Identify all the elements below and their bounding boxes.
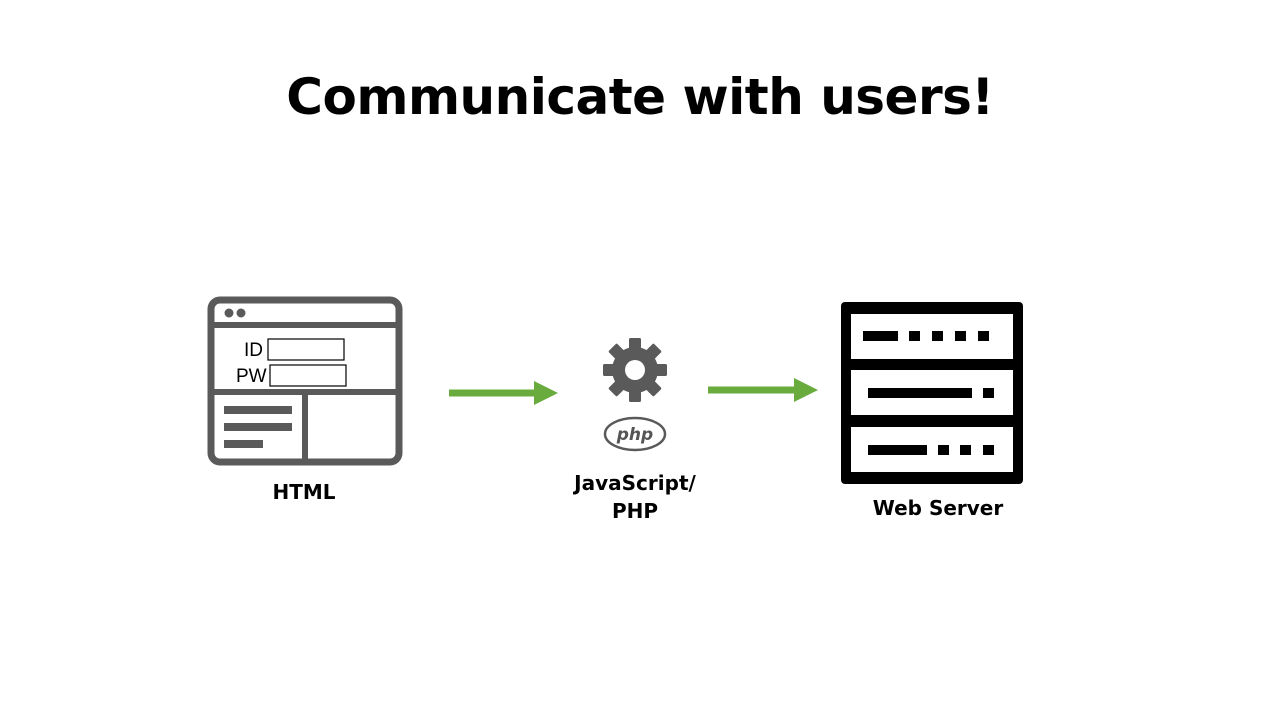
page-title: Communicate with users! bbox=[286, 68, 994, 126]
id-field-label: ID bbox=[244, 340, 263, 361]
html-label: HTML bbox=[272, 480, 336, 504]
gear-icon bbox=[603, 338, 667, 402]
middleware-label-line1: JavaScript/ bbox=[574, 471, 696, 495]
php-logo-text: php bbox=[616, 425, 653, 445]
browser-window-icon bbox=[207, 296, 403, 466]
middleware-label: JavaScript/ PHP bbox=[555, 469, 715, 525]
pw-field-box bbox=[269, 364, 347, 387]
pw-field-label: PW bbox=[236, 366, 267, 387]
server-rack-icon bbox=[841, 302, 1023, 484]
middleware-label-line2: PHP bbox=[611, 499, 659, 523]
php-logo-icon: php bbox=[603, 416, 667, 452]
arrow-right-icon bbox=[708, 378, 818, 402]
arrow-right-icon bbox=[449, 381, 558, 405]
id-field-box bbox=[267, 338, 345, 361]
web-server-label: Web Server bbox=[872, 496, 1004, 520]
